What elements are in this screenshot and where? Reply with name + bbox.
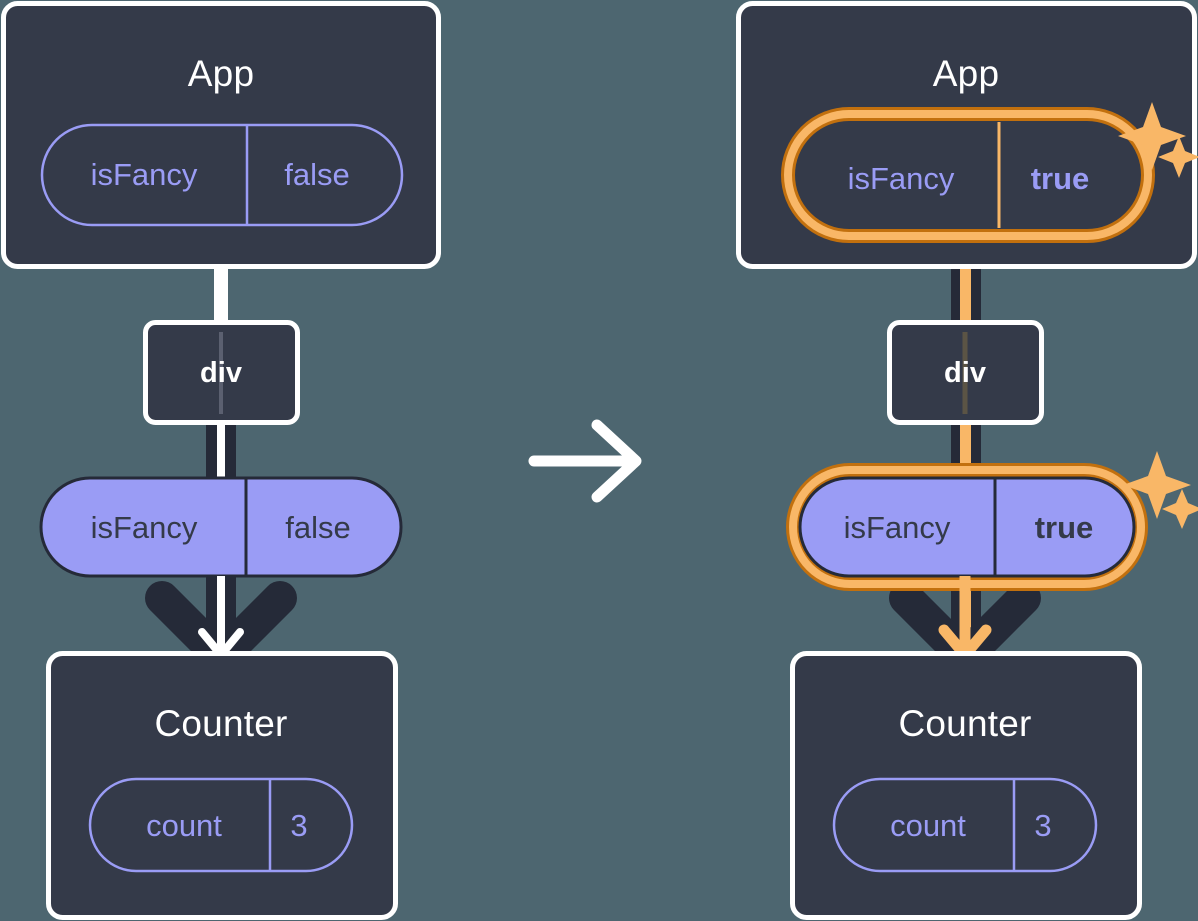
counter-box-after xyxy=(790,651,1142,920)
panel-after xyxy=(736,1,1198,920)
prop-pill-after xyxy=(786,463,1148,591)
highlight-ring-inner-app xyxy=(784,110,1152,240)
app-box-after xyxy=(736,1,1197,269)
counter-state-pill-before xyxy=(88,777,354,873)
prop-pill-before xyxy=(39,476,403,578)
counter-state-pill-after xyxy=(832,777,1098,873)
div-box-before xyxy=(143,320,300,425)
panel-before xyxy=(1,1,441,920)
transition-arrow xyxy=(528,419,642,503)
app-box-before xyxy=(1,1,441,269)
app-state-pill-before xyxy=(40,123,404,227)
div-box-after xyxy=(887,320,1044,425)
sparkle-icon-prop xyxy=(1123,451,1198,529)
sparkle-icon-app xyxy=(1118,102,1198,178)
connector-app-div-before xyxy=(214,255,228,325)
counter-box-before xyxy=(46,651,398,920)
app-state-pill-after xyxy=(781,107,1155,243)
